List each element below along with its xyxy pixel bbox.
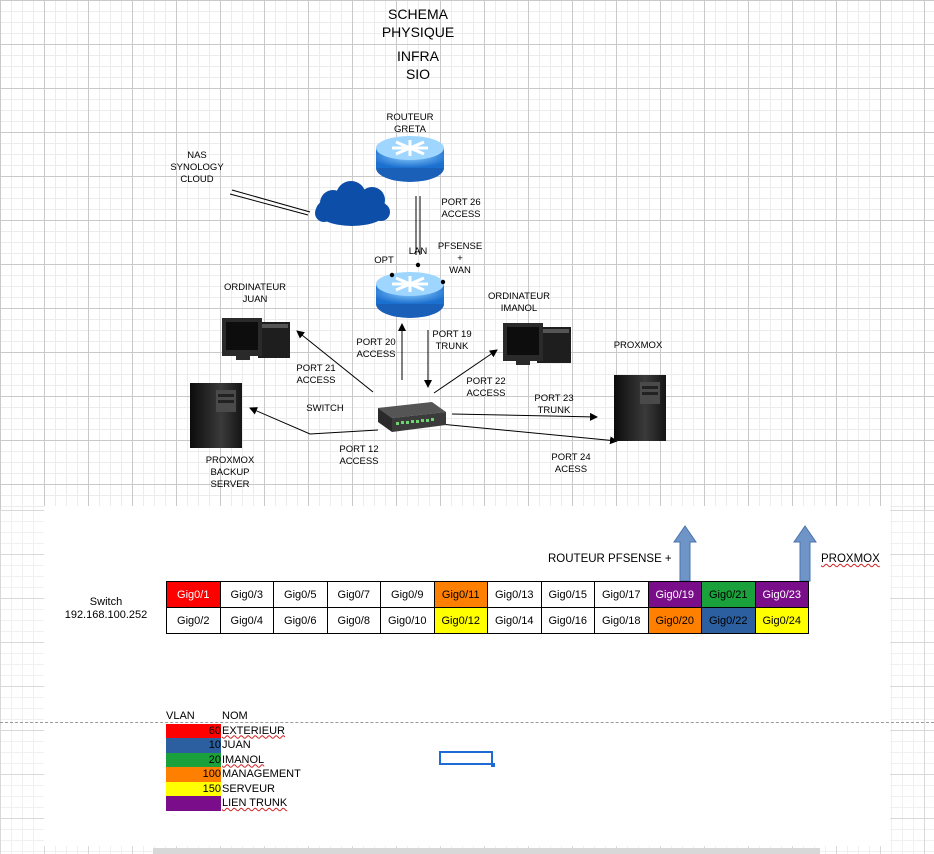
proxmox-callout: PROXMOX [821,553,880,565]
port-cell[interactable]: Gig0/13 [487,581,542,608]
port-cell[interactable]: Gig0/3 [219,581,274,608]
switch-ip: 192.168.100.252 [64,609,148,621]
vlan-name: LIEN TRUNK [222,797,288,809]
port-cell[interactable]: Gig0/22 [701,607,756,634]
server-tower-icon-backup [190,383,242,448]
vlan-name: SERVEUR [222,782,275,795]
port-cell[interactable]: Gig0/18 [594,607,649,634]
port-cell[interactable]: Gig0/20 [647,607,702,634]
vlan-id: 10 [166,738,221,753]
fill-handle[interactable] [491,763,495,767]
port22-label: PORT 22 ACCESS [466,376,506,399]
switch-name: Switch [89,596,123,608]
cloud-icon [315,181,390,226]
port21-label: PORT 21 ACCESS [296,363,336,386]
proxmox-label: PROXMOX [613,340,663,351]
switch-info: Switch 192.168.100.252 [56,596,156,622]
port-cell[interactable]: Gig0/12 [433,607,488,634]
port12-label: PORT 12 ACCESS [339,444,379,467]
port-cell[interactable]: Gig0/9 [380,581,435,608]
port-cell[interactable]: Gig0/16 [540,607,595,634]
port-cell[interactable]: Gig0/24 [754,607,809,634]
vlan-id: 150 [166,781,221,796]
vlan-name: EXTERIEUR [222,724,285,737]
nas-label: NAS SYNOLOGY CLOUD [170,150,224,185]
vlan-name: JUAN [222,739,251,751]
port-cell[interactable]: Gig0/5 [273,581,328,608]
arrow-up-icon-pfsense [673,525,697,582]
computer-juan-label: ORDINATEUR JUAN [223,282,287,305]
port-cell[interactable]: Gig0/10 [380,607,435,634]
vlan-id: 60 [166,723,221,738]
port-cell[interactable]: Gig0/15 [540,581,595,608]
network-switch-icon [378,402,446,432]
port-cell[interactable]: Gig0/19 [647,581,702,608]
pfsense-label: PFSENSE + WAN [437,241,483,276]
vlan-header: VLAN [166,710,195,722]
firewall-router-icon [376,262,446,318]
connection-lines [229,189,618,445]
switch-label: SWITCH [306,403,344,414]
port-cell[interactable]: Gig0/17 [594,581,649,608]
port19-label: PORT 19 TRUNK [432,329,472,352]
server-tower-icon-proxmox [614,375,666,441]
opt-label: OPT [374,255,394,266]
port-cell[interactable]: Gig0/23 [754,581,809,608]
selected-cell[interactable] [439,751,493,765]
vlan-row: LIEN TRUNK [166,796,301,811]
vlan-id: 100 [166,767,221,782]
nom-header: NOM [222,710,248,722]
lan-label: LAN [408,246,428,257]
port-cell[interactable]: Gig0/11 [433,581,488,608]
port-cell[interactable]: Gig0/6 [273,607,328,634]
page-break-line [0,722,934,723]
port-cell[interactable]: Gig0/4 [219,607,274,634]
computer-icon-imanol [503,323,571,365]
vlan-id [166,796,221,811]
computer-imanol-label: ORDINATEUR IMANOL [487,291,551,314]
port-cell[interactable]: Gig0/21 [701,581,756,608]
port-cell[interactable]: Gig0/7 [326,581,381,608]
port-cell[interactable]: Gig0/1 [166,581,221,608]
port-cell[interactable]: Gig0/8 [326,607,381,634]
vlan-name: MANAGEMENT [222,768,301,780]
vlan-legend-header: VLAN NOM [166,709,301,724]
backup-server-label: PROXMOX BACKUP SERVER [205,455,255,490]
port-cell[interactable]: Gig0/14 [487,607,542,634]
pfsense-callout: ROUTEUR PFSENSE + [548,553,672,565]
vlan-name: IMANOL [222,753,265,766]
port-cell[interactable]: Gig0/2 [166,607,221,634]
router-greta-label: ROUTEUR GRETA [386,112,434,135]
port20-label: PORT 20 ACCESS [356,337,396,360]
canvas-grid [0,0,934,510]
router-icon [376,136,444,182]
diagram-subtitle: INFRA SIO [397,48,439,82]
port26-label: PORT 26 ACCESS [441,197,481,220]
vlan-id: 20 [166,752,221,767]
arrow-up-icon-proxmox [793,525,817,582]
port24-label: PORT 24 ACESS [551,452,591,475]
diagram-title: SCHEMA PHYSIQUE [381,6,455,40]
computer-icon-juan [222,318,290,360]
port23-label: PORT 23 TRUNK [534,393,574,416]
horizontal-scrollbar[interactable] [153,848,820,854]
